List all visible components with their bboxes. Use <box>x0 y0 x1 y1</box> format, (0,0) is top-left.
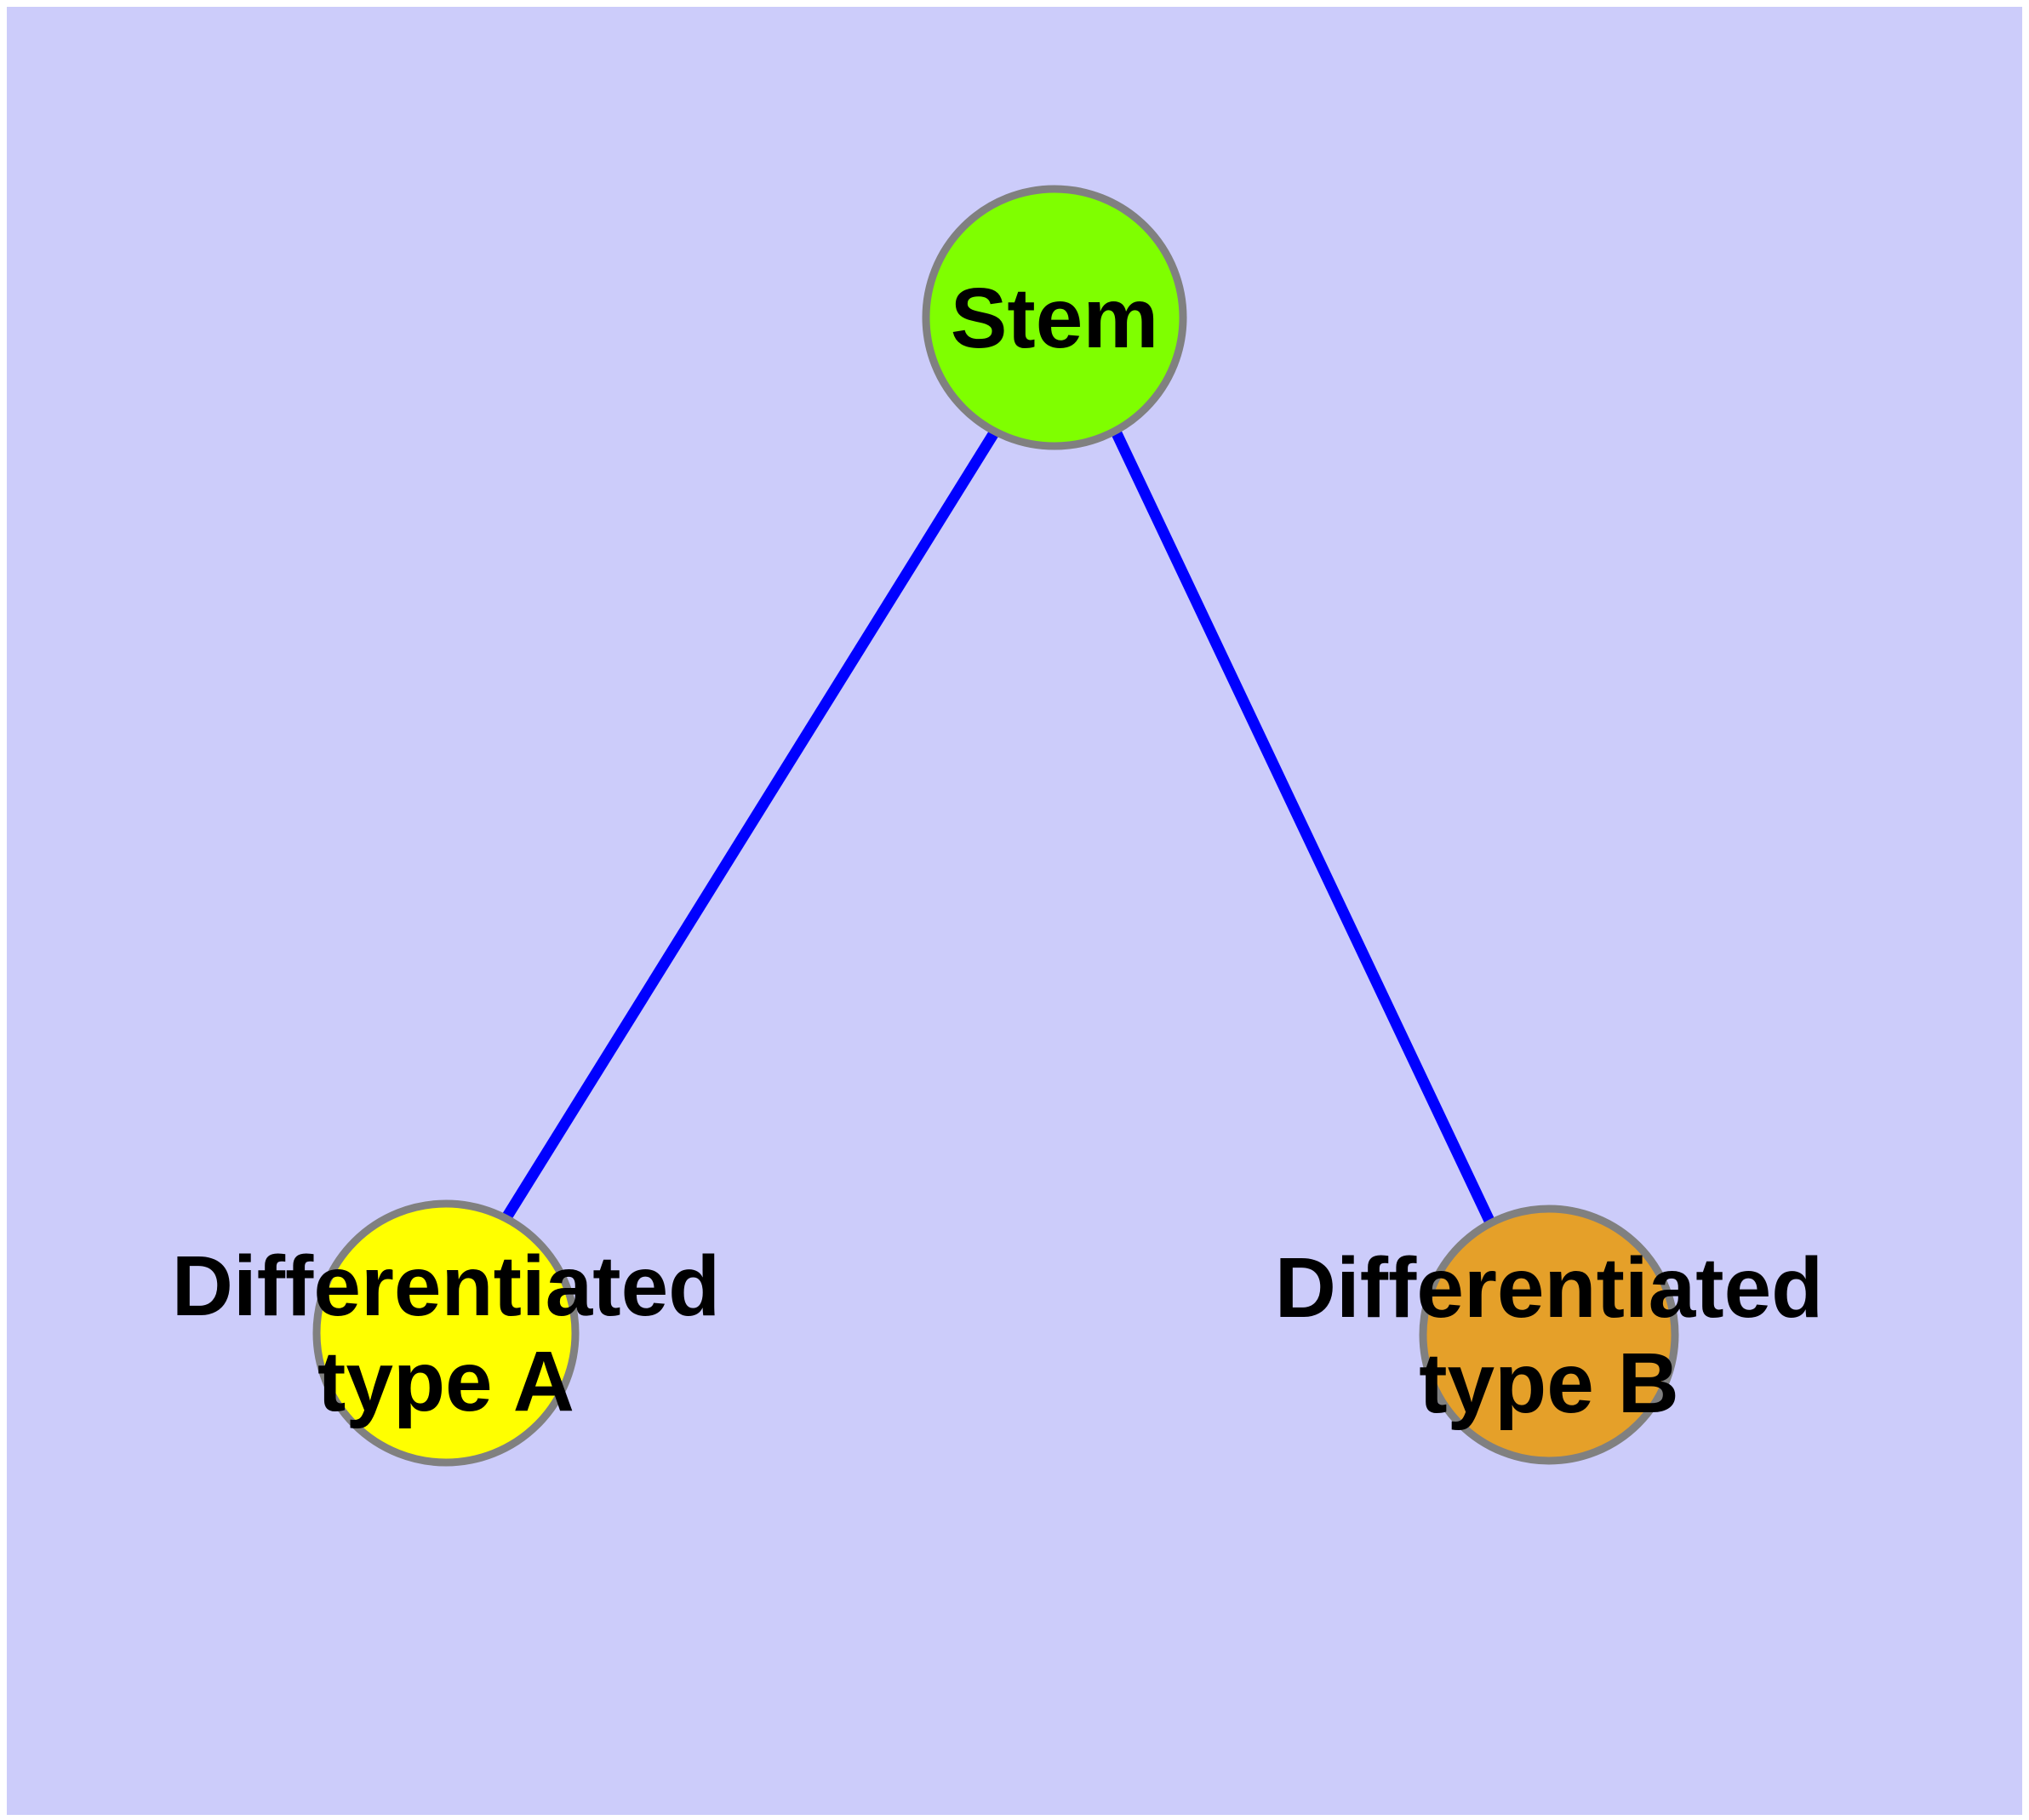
node-differentiated-type-b-circle[interactable] <box>1419 1205 1679 1465</box>
node-differentiated-type-b[interactable] <box>1419 1205 1679 1465</box>
node-differentiated-type-a[interactable] <box>312 1199 580 1467</box>
node-label-stem: Stem <box>951 271 1159 366</box>
node-layer <box>312 185 1679 1467</box>
node-label-line: Differentiated <box>1275 1240 1824 1336</box>
edge-layer <box>500 428 1495 1223</box>
edge-stem-to-differentiated-type-a[interactable] <box>500 428 1000 1222</box>
node-label-line: Stem <box>951 271 1159 366</box>
node-stem-circle[interactable] <box>922 185 1187 450</box>
edge-stem-to-differentiated-type-b[interactable] <box>1111 429 1495 1223</box>
node-stem[interactable] <box>922 185 1187 450</box>
node-label-line: type B <box>1419 1336 1679 1431</box>
node-differentiated-type-a-circle[interactable] <box>312 1199 580 1467</box>
node-label-line: Differentiated <box>172 1239 721 1334</box>
node-label-line: type A <box>317 1334 574 1429</box>
